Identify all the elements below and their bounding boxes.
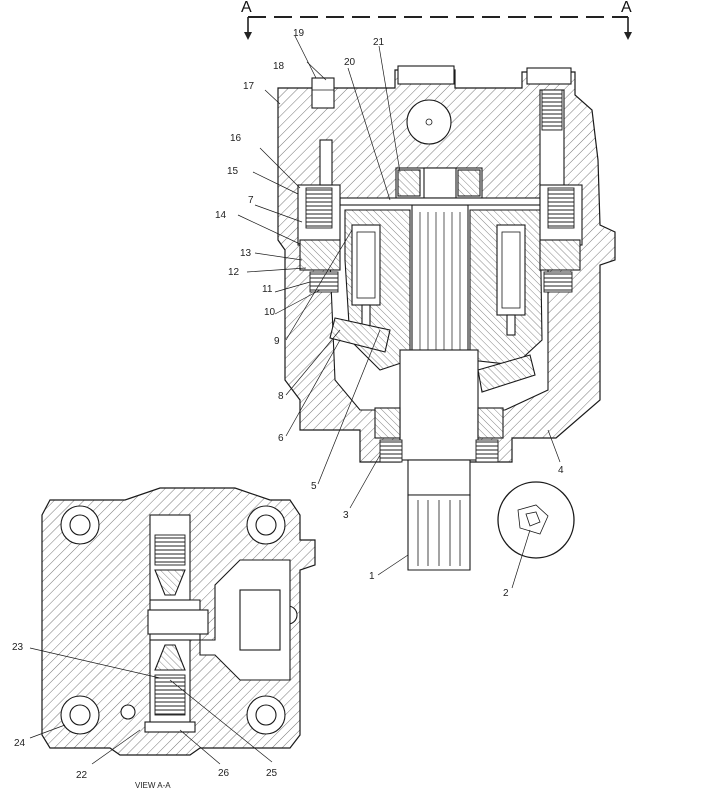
- brake-spring-left: [305, 187, 333, 229]
- callout-13: 13: [240, 248, 252, 259]
- shaft-seal: [379, 439, 403, 463]
- valve-plate: [339, 197, 541, 206]
- callout-22: 22: [76, 770, 88, 781]
- piston-right: [496, 224, 526, 316]
- callout-19: 19: [293, 28, 305, 39]
- callout-25: 25: [266, 768, 278, 779]
- main-section-view: [277, 65, 616, 571]
- section-mark-left: A: [241, 0, 252, 16]
- callout-14: 14: [215, 210, 227, 221]
- output-shaft: [399, 349, 479, 461]
- callout-1: 1: [369, 571, 375, 582]
- callout-10: 10: [264, 307, 276, 318]
- callout-16: 16: [230, 133, 242, 144]
- callout-21: 21: [373, 37, 385, 48]
- callout-5: 5: [311, 481, 317, 492]
- callout-24: 24: [14, 738, 26, 749]
- relief-valve-boss: [406, 99, 452, 145]
- callout-6: 6: [278, 433, 284, 444]
- brake-discs-left: [309, 271, 339, 293]
- callout-20: 20: [344, 57, 356, 68]
- cap-screw: [311, 77, 335, 109]
- piston-left: [351, 224, 381, 306]
- view-caption: VIEW A-A: [135, 781, 171, 790]
- leader-lines: [29, 35, 561, 765]
- detail-circle: [497, 481, 575, 559]
- end-cap-bore: [397, 65, 455, 85]
- bolt-holes: [60, 505, 298, 735]
- section-line: A A: [241, 0, 632, 40]
- callout-26: 26: [218, 768, 230, 779]
- callout-4: 4: [558, 465, 564, 476]
- lower-bearing-left: [374, 407, 401, 439]
- swashplate-right: [477, 354, 536, 393]
- callout-23: 23: [12, 642, 24, 653]
- callout-3: 3: [343, 510, 349, 521]
- section-mark-right: A: [621, 0, 632, 16]
- callout-9: 9: [274, 336, 280, 347]
- callout-8: 8: [278, 391, 284, 402]
- callout-2: 2: [503, 588, 509, 599]
- spool-spring: [154, 674, 186, 716]
- callout-18: 18: [273, 61, 285, 72]
- callout-15: 15: [227, 166, 239, 177]
- lower-bearing-right: [477, 407, 504, 439]
- swashplate-left: [329, 317, 391, 353]
- callout-17: 17: [243, 81, 255, 92]
- view-a-a: [41, 487, 316, 756]
- callout-11: 11: [262, 284, 273, 295]
- callout-12: 12: [228, 267, 240, 278]
- callout-7: 7: [248, 195, 254, 206]
- callout-labels: 1 2 3 4 5 6 7 8 9 10 11 12 13 14 15 16 1…: [12, 28, 564, 781]
